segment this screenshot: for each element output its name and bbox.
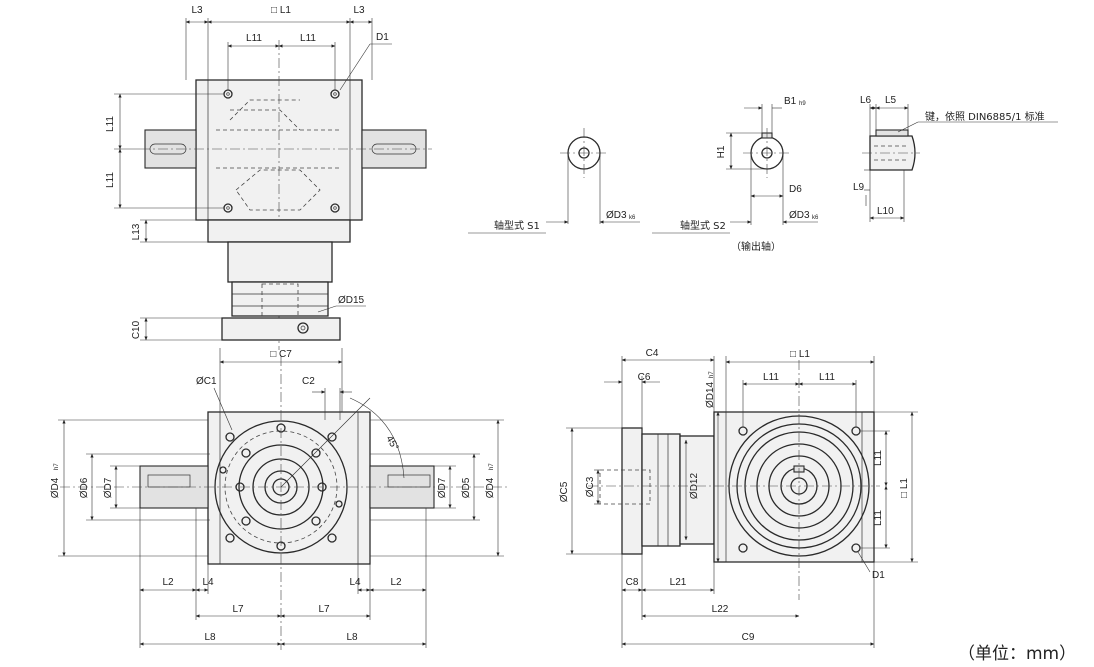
dim-C2: C2 bbox=[302, 376, 315, 387]
dim-L2-right: L2 bbox=[390, 577, 402, 588]
dim-side-L11-v2: L11 bbox=[873, 510, 884, 526]
dim-C1: ØC1 bbox=[196, 376, 217, 387]
top-lower-flange bbox=[207, 219, 351, 243]
dim-C9: C9 bbox=[742, 632, 755, 643]
front-dimensions bbox=[58, 348, 504, 648]
top-adapter bbox=[227, 241, 333, 283]
top-motor-flange bbox=[221, 317, 341, 341]
s2-D3-tolerance: k6 bbox=[812, 215, 819, 221]
s1-D3-tolerance: k6 bbox=[629, 215, 636, 221]
key-L5-label: L5 bbox=[885, 95, 897, 106]
dim-C7: □ C7 bbox=[270, 349, 292, 360]
dim-side-L1-v: □ L1 bbox=[899, 478, 910, 498]
dim-D4-left: ØD4 bbox=[50, 477, 61, 498]
dim-L8-left: L8 bbox=[204, 632, 216, 643]
dim-C6: C6 bbox=[638, 372, 651, 383]
s2-B1-tolerance: h9 bbox=[799, 101, 806, 107]
dim-side-L11-v1: L11 bbox=[873, 450, 884, 466]
s2-H1-label: H1 bbox=[716, 145, 727, 158]
dim-C10: C10 bbox=[131, 320, 142, 339]
dim-L8-right: L8 bbox=[346, 632, 358, 643]
s2-name: 轴型式 S2 bbox=[680, 219, 726, 232]
dim-L1: □ L1 bbox=[271, 5, 291, 16]
key-L9-label: L9 bbox=[853, 182, 865, 193]
dim-L7-right: L7 bbox=[318, 604, 330, 615]
dim-C5: ØC5 bbox=[559, 481, 570, 502]
dim-D4-right: ØD4 bbox=[485, 477, 496, 498]
dim-L21: L21 bbox=[670, 577, 687, 588]
key-L10-label: L10 bbox=[877, 206, 894, 217]
s2-B1-label: B1 bbox=[784, 96, 797, 107]
dim-L2-left: L2 bbox=[162, 577, 174, 588]
top-view: L3 □ L1 L3 L11 L11 D1 L11 L11 L13 ØD15 C… bbox=[105, 5, 432, 350]
dim-D14: ØD14 bbox=[705, 381, 716, 408]
key-detail: L6 L5 键，依照 DIN6885/1 标准 L9 L10 bbox=[853, 95, 1058, 222]
dim-D7-right: ØD7 bbox=[437, 477, 448, 498]
dim-C8: C8 bbox=[626, 577, 639, 588]
dim-L7-left: L7 bbox=[232, 604, 244, 615]
dim-D5-right: ØD5 bbox=[461, 477, 472, 498]
top-shaft-left bbox=[144, 129, 197, 169]
side-view: C4 C6 ØD14 h7 □ L1 L11 L11 ØC5 ØC3 ØD12 … bbox=[559, 348, 918, 648]
dim-side-D1: D1 bbox=[872, 570, 885, 581]
side-motor-flange bbox=[621, 427, 643, 555]
dim-L13: L13 bbox=[131, 223, 142, 240]
side-dimensions bbox=[566, 356, 918, 648]
s2-output-shaft: （输出轴） bbox=[731, 240, 781, 253]
dim-side-L11-a: L11 bbox=[763, 372, 779, 383]
dim-D4-right-tol: h7 bbox=[489, 463, 495, 470]
dim-L11-v1: L11 bbox=[105, 116, 116, 132]
dim-L11-a: L11 bbox=[246, 33, 262, 44]
unit-note: （单位：mm） bbox=[958, 644, 1076, 664]
s1-D3-label: ØD3 bbox=[606, 210, 627, 221]
top-adapter-lower bbox=[231, 281, 329, 317]
dim-D6-left: ØD6 bbox=[79, 477, 90, 498]
dim-C3: ØC3 bbox=[585, 476, 596, 497]
dim-L4-left: L4 bbox=[202, 577, 214, 588]
dim-L11-v2: L11 bbox=[105, 172, 116, 188]
dim-side-L11-b: L11 bbox=[819, 372, 835, 383]
dim-D4-left-tol: h7 bbox=[54, 463, 60, 470]
dim-D15: ØD15 bbox=[338, 295, 365, 306]
dim-D12: ØD12 bbox=[689, 473, 700, 500]
top-dimensions bbox=[114, 18, 392, 341]
dim-L22: L22 bbox=[712, 604, 729, 615]
dim-L3-right: L3 bbox=[353, 5, 365, 16]
s2-D6-label: D6 bbox=[789, 184, 802, 195]
s1-name: 轴型式 S1 bbox=[494, 219, 540, 232]
s2-D3-label: ØD3 bbox=[789, 210, 810, 221]
dim-D1: D1 bbox=[376, 32, 389, 43]
shaft-s2-detail: B1 h9 H1 D6 ØD3 k6 轴型式 S2 （输出轴） bbox=[652, 96, 819, 253]
dim-angle: 45° bbox=[383, 434, 400, 453]
dim-D7-left: ØD7 bbox=[103, 477, 114, 498]
key-note: 键，依照 DIN6885/1 标准 bbox=[925, 110, 1045, 123]
dim-D14-tol: h7 bbox=[709, 371, 715, 378]
front-flange-outer bbox=[214, 420, 348, 554]
shaft-s1-detail: ØD3 k6 轴型式 S1 bbox=[468, 128, 640, 234]
dim-C4: C4 bbox=[646, 348, 659, 359]
dim-L11-b: L11 bbox=[300, 33, 316, 44]
dim-L4-right: L4 bbox=[349, 577, 361, 588]
side-adapter bbox=[641, 433, 681, 547]
key-L6-label: L6 bbox=[860, 95, 872, 106]
dim-L3-left: L3 bbox=[191, 5, 203, 16]
front-view: □ C7 ØC1 C2 45° ØD4 h7 ØD6 ØD7 ØD7 ØD5 Ø… bbox=[50, 348, 510, 650]
dim-side-L1: □ L1 bbox=[790, 349, 810, 360]
